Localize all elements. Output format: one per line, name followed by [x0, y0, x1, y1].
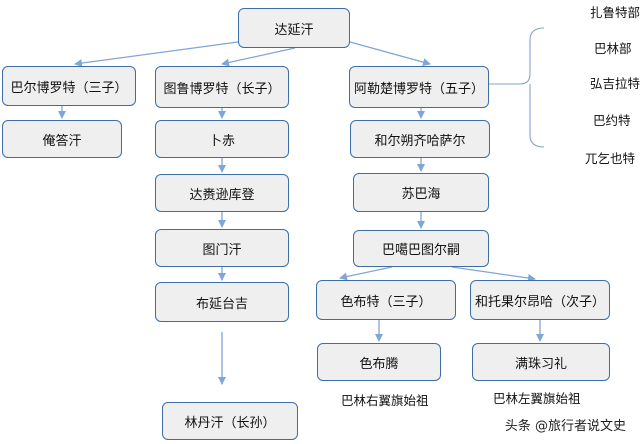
node-horshuo: 和尔朔齐哈萨尔: [350, 120, 490, 158]
tribe-2: 巴林部: [594, 41, 632, 56]
node-bagabatu: 巴噶巴图尔嗣: [353, 230, 489, 267]
node-alchubolad: 阿勒楚博罗特（五子）: [349, 66, 489, 108]
node-manzhu: 满珠习礼: [472, 343, 610, 381]
tribe-1: 扎鲁特部: [590, 5, 640, 20]
watermark: 头条 @旅行者说文史: [504, 419, 626, 434]
edge-bagabatu-sebute: [339, 266, 393, 281]
node-subahai: 苏巴海: [353, 173, 489, 212]
node-tumenhan: 图门汗: [155, 229, 289, 267]
node-barsbolad: 巴尔博罗特（三子）: [2, 66, 136, 106]
node-ligdan: 林丹汗（长孙）: [162, 402, 298, 440]
edge-bagabatu-tuoguoer: [451, 266, 536, 282]
tribe-5: 兀乞也特: [585, 151, 636, 166]
node-sebuteng: 色布腾: [317, 343, 441, 381]
node-andahan: 俺答汗: [2, 120, 122, 158]
node-buchi: 卜赤: [155, 120, 289, 158]
tribes-brace: [488, 27, 545, 148]
node-tuoguoer: 和托果尔昂哈（次子）: [470, 280, 610, 320]
edge-dayanhan-alchubolad: [349, 41, 431, 67]
node-dalaisun: 达赉逊库登: [155, 174, 289, 212]
label-baarin-left: 巴林左翼旗始祖: [493, 391, 581, 406]
node-turbolad: 图鲁博罗特（长子）: [155, 66, 289, 108]
node-buyantaiji: 布延台吉: [155, 282, 289, 322]
edge-dayanhan-turbolad: [221, 47, 296, 67]
tribe-4: 巴约特: [593, 113, 631, 128]
node-sebute: 色布特（三子）: [316, 280, 456, 320]
tribe-3: 弘吉拉特: [590, 76, 640, 91]
node-dayanhan: 达延汗: [238, 8, 350, 48]
label-baarin-right: 巴林右翼旗始祖: [341, 393, 429, 408]
edge-dayanhan-barsbolad: [74, 41, 239, 68]
